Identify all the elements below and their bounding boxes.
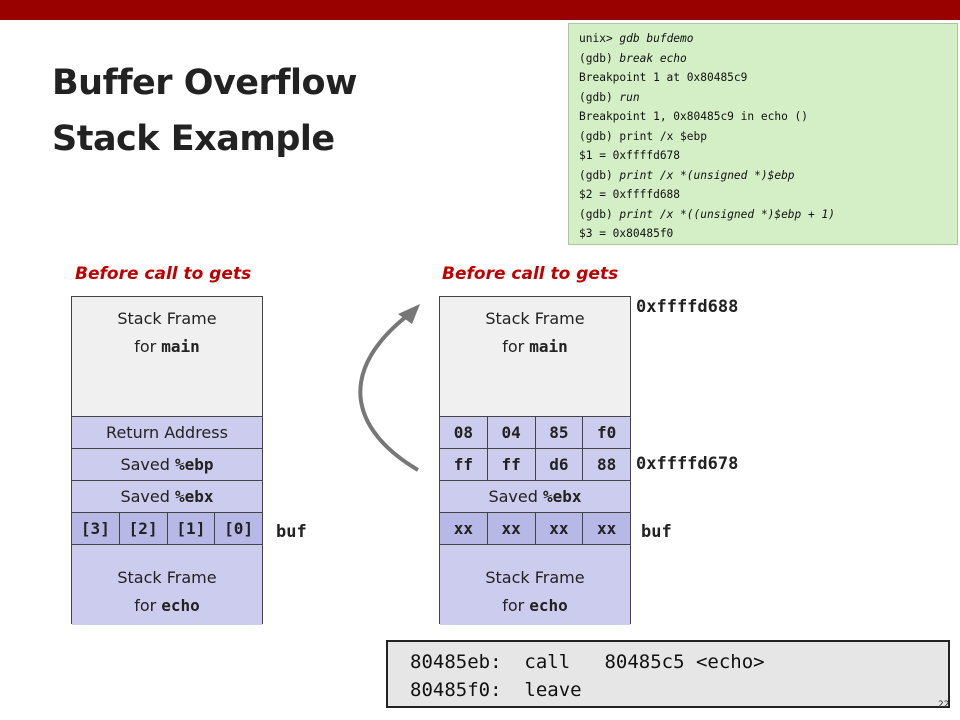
frame-label: for echo (134, 596, 200, 615)
saved-ebp-cell: Saved %ebp (72, 449, 262, 481)
echo-stack-frame: Stack Frame for echo (72, 545, 262, 625)
left-buf-label: buf (276, 522, 307, 542)
byte-cell: 04 (486, 417, 535, 448)
frame-label: Stack Frame (117, 309, 217, 328)
byte-cell: f0 (582, 417, 630, 448)
gdb-line: Breakpoint 1 at 0x80485c9 (579, 71, 748, 84)
address-ebp-label: 0xffffd678 (636, 454, 739, 474)
gdb-line: (gdb) print /x $ebp (579, 129, 707, 143)
buf-cell: xx (534, 513, 583, 544)
slide-title: Buffer Overflow Stack Example (52, 55, 357, 167)
gdb-session-box: unix> gdb bufdemo (gdb) break echo Break… (568, 23, 958, 245)
buf-cell: xx (453, 519, 473, 538)
gdb-line: $2 = 0xffffd688 (579, 188, 681, 201)
buf-cell: xx (582, 513, 630, 544)
echo-stack-frame: Stack Frame for echo (440, 545, 630, 625)
return-address-bytes: 08 04 85 f0 (440, 417, 630, 449)
frame-label: Stack Frame (485, 309, 585, 328)
frame-label: Stack Frame (485, 568, 585, 587)
saved-ebx-cell: Saved %ebx (440, 481, 630, 513)
gdb-line: Breakpoint 1, 0x80485c9 in echo () (579, 110, 809, 123)
buf-cell: [1] (166, 513, 215, 544)
address-top-label: 0xffffd688 (636, 297, 739, 317)
buf-cell: [0] (214, 513, 262, 544)
byte-cell: 85 (534, 417, 583, 448)
title-line-2: Stack Example (52, 119, 335, 159)
disassembly-box: 80485eb: call 80485c5 <echo> 80485f0: le… (386, 640, 950, 708)
gdb-line: $1 = 0xffffd678 (579, 149, 681, 162)
gdb-line: unix> gdb bufdemo (579, 32, 694, 45)
page-number: 22 (938, 700, 950, 710)
saved-ebp-bytes: ff ff d6 88 (440, 449, 630, 481)
gdb-line: (gdb) print /x *(unsigned *)$ebp (579, 168, 795, 182)
disassembly-line: 80485eb: call 80485c5 <echo> (410, 651, 765, 673)
left-stack-diagram: Stack Frame for main Return Address Save… (71, 296, 263, 625)
right-stack-diagram: Stack Frame for main 08 04 85 f0 ff ff d… (439, 296, 631, 625)
frame-label: Stack Frame (117, 568, 217, 587)
byte-cell: 08 (453, 423, 473, 442)
top-accent-bar (0, 0, 960, 20)
frame-label: for main (134, 337, 200, 356)
right-stack-caption: Before call to gets (442, 264, 619, 284)
return-address-arrow (358, 304, 420, 472)
frame-label: for echo (502, 596, 568, 615)
buf-cell: xx (486, 513, 535, 544)
main-stack-frame: Stack Frame for main (440, 297, 630, 417)
gdb-line: (gdb) break echo (579, 51, 687, 65)
frame-label: for main (502, 337, 568, 356)
byte-cell: ff (453, 455, 473, 474)
return-address-cell: Return Address (72, 417, 262, 449)
gdb-line: (gdb) print /x *((unsigned *)$ebp + 1) (579, 207, 835, 221)
buf-row: xx xx xx xx (440, 513, 630, 545)
disassembly-line: 80485f0: leave (410, 679, 582, 701)
buf-cell: [3] (80, 519, 110, 538)
buf-cell: [2] (118, 513, 167, 544)
byte-cell: ff (486, 449, 535, 480)
title-line-1: Buffer Overflow (52, 63, 357, 103)
gdb-line: $3 = 0x80485f0 (579, 227, 674, 240)
buf-row: [3] [2] [1] [0] (72, 513, 262, 545)
right-buf-label: buf (641, 522, 672, 542)
left-stack-caption: Before call to gets (75, 264, 252, 284)
main-stack-frame: Stack Frame for main (72, 297, 262, 417)
byte-cell: 88 (582, 449, 630, 480)
byte-cell: d6 (534, 449, 583, 480)
gdb-line: (gdb) run (579, 90, 640, 104)
saved-ebx-cell: Saved %ebx (72, 481, 262, 513)
